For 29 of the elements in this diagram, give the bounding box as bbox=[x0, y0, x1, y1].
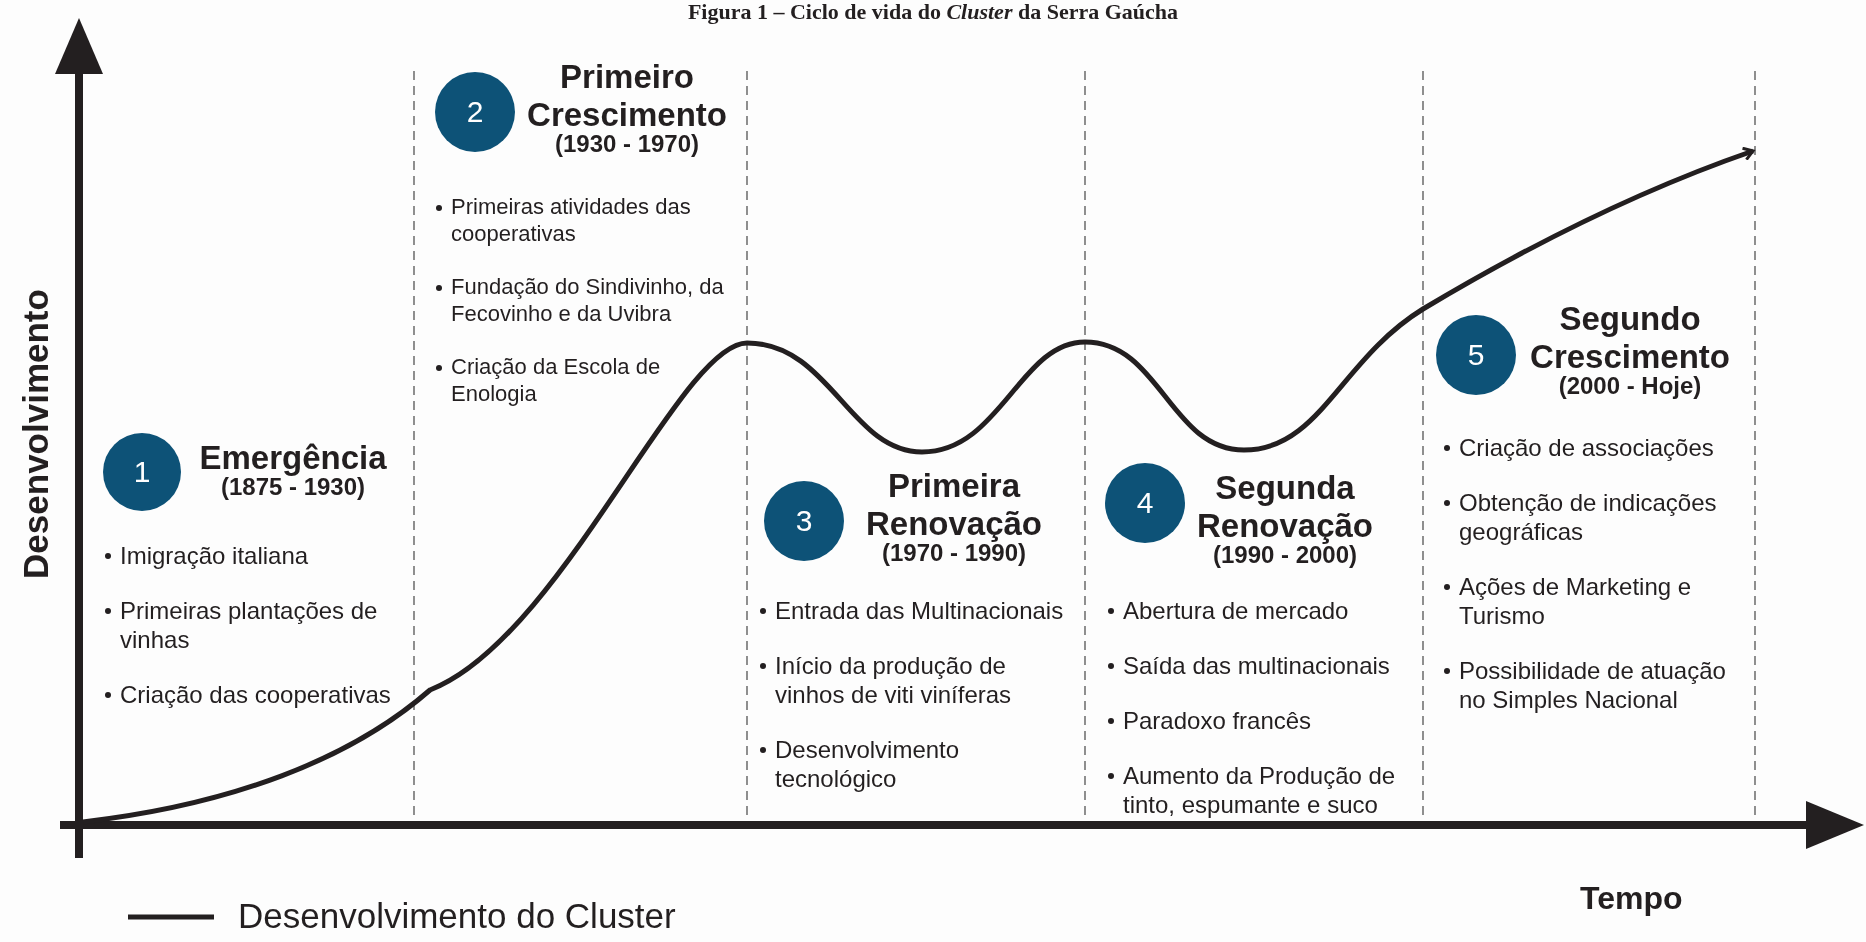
figure-title: Figura 1 – Ciclo de vida do Cluster da Serra Gaúcha bbox=[686, 0, 1180, 24]
bullet-text: Saída das multinacionais bbox=[1123, 652, 1390, 679]
bullet-text: Obtenção de indicações geográficas bbox=[1459, 489, 1717, 545]
bullet-text: Possibilidade de atuação no Simples Nacional bbox=[1459, 657, 1726, 713]
bullet-text: Primeiras atividades das cooperativas bbox=[451, 194, 691, 246]
phase-number-circle: 3 bbox=[764, 481, 844, 561]
bullet-text: Entrada das Multinacionais bbox=[775, 597, 1064, 624]
bullet-text: Início da produção de vinhos de viti viníferas bbox=[775, 652, 1012, 708]
bullet-text: Abertura de mercado bbox=[1123, 597, 1349, 624]
phase-heading: Emergência bbox=[198, 439, 388, 477]
bullet-text: Primeiras plantações de vinhas bbox=[120, 597, 378, 653]
bullet-text: Fundação do Sindivinho, da Fecovinho e da Uvibra bbox=[451, 274, 724, 326]
bullet-text: Imigração italiana bbox=[120, 542, 309, 569]
bullet-text: Aumento da Produção de tinto, espumante e suco bbox=[1123, 762, 1396, 818]
bullet-text: Ações de Marketing e Turismo bbox=[1459, 573, 1692, 629]
legend-text: Desenvolvimento do Cluster bbox=[238, 896, 676, 936]
phase-number-circle: 5 bbox=[1436, 315, 1516, 395]
phase-number-circle: 4 bbox=[1105, 463, 1185, 543]
bullet-text: Criação de associações bbox=[1459, 434, 1714, 461]
phase-number-circle: 1 bbox=[103, 433, 181, 511]
phase-heading: Primeira Renovação bbox=[864, 467, 1044, 543]
phase-number-circle: 2 bbox=[435, 72, 515, 152]
bullet-text: Paradoxo francês bbox=[1123, 707, 1312, 734]
y-axis-label: Desenvolvimento bbox=[16, 289, 56, 579]
bullet-text: Desenvolvimento tecnológico bbox=[775, 736, 960, 792]
x-axis-label: Tempo bbox=[1580, 880, 1683, 917]
bullet-text: Criação das cooperativas bbox=[120, 681, 391, 708]
phase-heading: Segunda Renovação bbox=[1195, 469, 1375, 545]
bullet-text: Criação da Escola de Enologia bbox=[451, 354, 661, 406]
